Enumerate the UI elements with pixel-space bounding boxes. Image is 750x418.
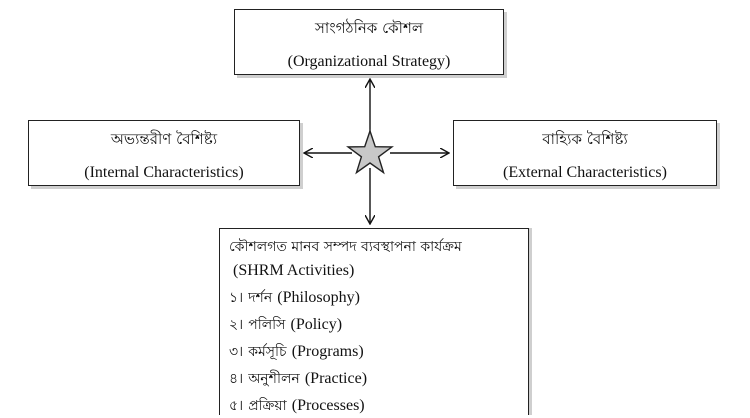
activity-item-label-en: (Programs) (291, 343, 364, 360)
activity-item-number: ৩। (229, 344, 244, 360)
star-icon (346, 128, 394, 175)
shrm-activities-title-bn: কৌশলগত মানব সম্পদ ব্যবস্থাপনা কার্যক্রম (229, 239, 462, 255)
activity-item-processes: ৫। প্রক্রিয়া (Processes) (229, 394, 528, 415)
activity-item-label-bn: অনুশীলন (248, 371, 300, 387)
activity-item-philosophy: ১। দর্শন (Philosophy) (229, 286, 528, 307)
activity-item-label-bn: কর্মসূচি (248, 344, 287, 360)
activity-item-number: ১। (229, 290, 244, 306)
activity-item-number: ৫। (229, 398, 244, 414)
external-characteristics-box: বাহ্যিক বৈশিষ্ট্য (External Characterist… (453, 120, 717, 186)
shrm-activities-box: কৌশলগত মানব সম্পদ ব্যবস্থাপনা কার্যক্রম … (219, 228, 529, 415)
activity-item-label-en: (Processes) (291, 397, 365, 414)
internal-characteristics-label-en: (Internal Characteristics) (84, 164, 244, 181)
activity-item-label-bn: প্রক্রিয়া (248, 398, 287, 414)
activity-item-practice: ৪। অনুশীলন (Practice) (229, 367, 528, 388)
activity-item-label-en: (Practice) (304, 370, 368, 387)
activity-item-label-bn: দর্শন (248, 290, 273, 306)
activity-item-label-bn: পলিসি (248, 317, 286, 333)
activity-item-number: ২। (229, 317, 244, 333)
external-characteristics-label-bn: বাহ্যিক বৈশিষ্ট্য (542, 130, 628, 148)
activity-item-number: ৪। (229, 371, 244, 387)
activity-item-label-en: (Policy) (290, 316, 343, 333)
internal-characteristics-box: অভ্যন্তরীণ বৈশিষ্ট্য (Internal Character… (28, 120, 300, 186)
shrm-activities-title-en: (SHRM Activities) (233, 262, 355, 279)
organizational-strategy-label-en: (Organizational Strategy) (287, 53, 451, 70)
internal-characteristics-label-bn: অভ্যন্তরীণ বৈশিষ্ট্য (110, 130, 218, 148)
organizational-strategy-box: সাংগঠনিক কৌশল (Organizational Strategy) (234, 9, 504, 75)
external-characteristics-label-en: (External Characteristics) (503, 164, 667, 181)
activity-item-policy: ২। পলিসি (Policy) (229, 313, 528, 334)
activity-item-label-en: (Philosophy) (277, 289, 360, 306)
organizational-strategy-label-bn: সাংগঠনিক কৌশল (315, 19, 423, 37)
activity-item-programs: ৩। কর্মসূচি (Programs) (229, 340, 528, 361)
